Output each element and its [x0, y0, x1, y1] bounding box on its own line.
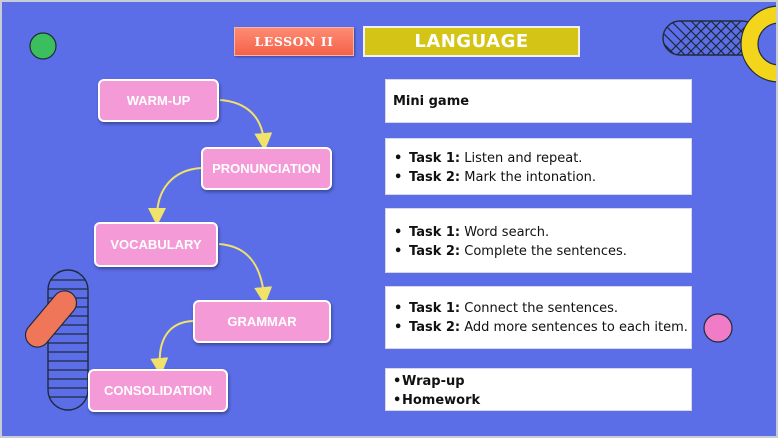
list-item: Task 2: Add more sentences to each item.: [394, 318, 691, 337]
card-grammar: Task 1: Connect the sentences. Task 2: A…: [385, 286, 692, 349]
list-item: Task 1: Connect the sentences.: [394, 299, 691, 318]
task-text: Add more sentences to each item.: [460, 320, 688, 335]
step-consolidation: CONSOLIDATION: [88, 369, 228, 412]
green-circle-decoration: [29, 32, 57, 60]
homework-text: Homework: [402, 393, 481, 408]
task-text: Complete the sentences.: [460, 244, 627, 259]
arrow-pronunciation-to-vocabulary: [148, 167, 202, 226]
striped-pill-decoration: [24, 269, 89, 411]
card-pronunciation: Task 1: Listen and repeat. Task 2: Mark …: [385, 138, 692, 195]
list-item: Task 1: Listen and repeat.: [394, 149, 691, 168]
task-text: Listen and repeat.: [460, 151, 583, 166]
list-item: Homework: [393, 391, 691, 410]
step-consolidation-label: CONSOLIDATION: [103, 383, 213, 398]
card-warmup: Mini game: [385, 79, 692, 123]
task-text: Mark the intonation.: [460, 170, 597, 185]
task-label: Task 2:: [409, 320, 461, 335]
arrow-grammar-to-consolidation: [150, 320, 194, 376]
lesson-badge: LESSON II: [234, 27, 354, 56]
card-consolidation: Wrap-up Homework: [385, 368, 692, 411]
lesson-label: LESSON II: [254, 34, 334, 49]
arrow-vocabulary-to-grammar: [218, 243, 273, 305]
list-item: Task 2: Complete the sentences.: [394, 242, 691, 261]
topic-badge: LANGUAGE: [363, 26, 580, 57]
list-item: Wrap-up: [393, 372, 691, 391]
task-label: Task 1:: [409, 225, 461, 240]
step-pronunciation: PRONUNCIATION: [201, 147, 332, 190]
task-label: Task 2:: [409, 170, 461, 185]
arrow-warmup-to-pronunciation: [219, 99, 273, 151]
task-label: Task 1:: [409, 151, 461, 166]
step-pronunciation-label: PRONUNCIATION: [212, 161, 321, 176]
card-warmup-text: Mini game: [393, 94, 470, 109]
list-item: Task 1: Word search.: [394, 223, 691, 242]
list-item: Task 2: Mark the intonation.: [394, 168, 691, 187]
task-text: Connect the sentences.: [460, 301, 619, 316]
step-vocabulary: VOCABULARY: [94, 222, 218, 267]
step-grammar: GRAMMAR: [193, 300, 331, 343]
task-label: Task 1:: [409, 301, 461, 316]
step-warmup: WARM-UP: [98, 79, 219, 122]
pink-circle-decoration: [703, 313, 733, 343]
task-label: Task 2:: [409, 244, 461, 259]
task-text: Word search.: [460, 225, 550, 240]
topic-label: LANGUAGE: [414, 31, 529, 52]
step-vocabulary-label: VOCABULARY: [110, 237, 202, 252]
step-warmup-label: WARM-UP: [126, 93, 191, 108]
step-grammar-label: GRAMMAR: [227, 314, 297, 329]
wrap-up-text: Wrap-up: [402, 374, 465, 389]
yellow-ring-decoration: [740, 5, 776, 83]
card-vocabulary: Task 1: Word search. Task 2: Complete th…: [385, 208, 692, 273]
